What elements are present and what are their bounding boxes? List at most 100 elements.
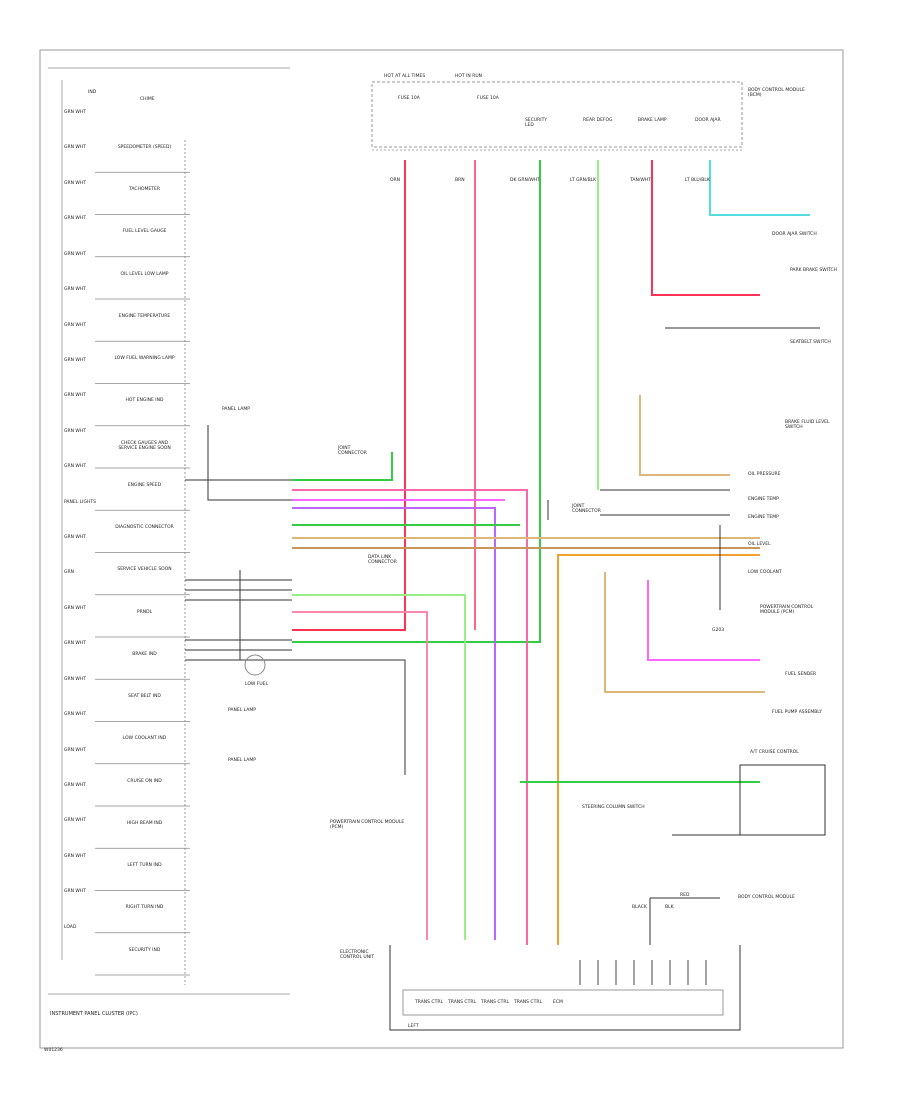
- wire-green-joint: [292, 452, 393, 481]
- pcm-note-label: POWERTRAIN CONTROL MODULE (PCM): [760, 605, 814, 615]
- ipc-pin-label: GRN WHT: [64, 818, 86, 824]
- ipc-item-label: LOW FUEL WARNING LAMP: [114, 356, 175, 362]
- ipc-pin-label: GRN WHT: [64, 322, 86, 328]
- ipc-pin-label: GRN WHT: [64, 641, 86, 647]
- ipc-item-label: RIGHT TURN IND: [125, 905, 164, 911]
- wire-code-3: DK GRN/WHT: [510, 178, 540, 183]
- ecu-connector-ticks: [579, 960, 707, 985]
- bcm-pin-2: REAR DEFOG: [583, 118, 613, 123]
- wire-tan-right: [639, 395, 730, 476]
- bcm-header-2: HOT IN RUN: [455, 74, 483, 79]
- panel-lamp-1: PANEL LAMP: [222, 407, 250, 412]
- wire-orange: [557, 554, 760, 945]
- low-fuel-lamp-label: LOW FUEL: [245, 682, 269, 687]
- bcm-fuse-2: FUSE 10A: [477, 96, 499, 101]
- ipc-item-label: SERVICE VEHICLE SOON: [117, 567, 172, 573]
- wire-purple-h: [292, 507, 496, 940]
- data-link-connector: DATA LINK CONNECTOR: [368, 555, 397, 565]
- ipc-top-ind: IND: [88, 90, 97, 95]
- ecu-label: ELECTRONIC CONTROL UNIT: [340, 950, 375, 960]
- ipc-item-label: LEFT TURN IND: [127, 863, 162, 869]
- ecu-bottom-box: [402, 989, 724, 1016]
- wire-black-ebox: [389, 945, 741, 1031]
- ipc-item-label: DIAGNOSTIC CONNECTOR: [115, 525, 174, 531]
- panel-lamp-2: PANEL LAMP: [228, 708, 256, 713]
- bcm-pin-3: BRAKE LAMP: [638, 118, 667, 123]
- ipc-pin-label: GRN: [64, 570, 74, 576]
- outer-frame: [39, 49, 844, 1049]
- ground-label: G203: [712, 628, 725, 633]
- ipc-pin-label: GRN WHT: [64, 747, 86, 753]
- ipc-item-label: CRUISE ON IND: [127, 778, 162, 784]
- fuel-pump-label: FUEL PUMP ASSEMBLY: [772, 710, 822, 715]
- ipc-item-label: ENGINE TEMPERATURE: [118, 313, 171, 319]
- bcm-module-label: BODY CONTROL MODULE (BCM): [748, 88, 805, 98]
- ipc-pin-label: GRN WHT: [64, 782, 86, 788]
- ipc-pin-label: GRN WHT: [64, 180, 86, 186]
- wire-pink-h1: [292, 489, 528, 945]
- ecu-box-5: ECM: [553, 1000, 563, 1005]
- ecu-box-4: TRANS CTRL: [514, 1000, 542, 1005]
- bcm-pin-1: SECURITY LED: [525, 118, 548, 128]
- ipc-item-label: SPEEDOMETER (SPEED): [117, 144, 172, 150]
- ipc-item-label: CHECK GAUGES AND SERVICE ENGINE SOON: [118, 440, 171, 451]
- ipc-item-label: SECURITY IND: [128, 947, 161, 953]
- center-joint-connector: JOINT CONNECTOR: [338, 446, 367, 456]
- bcm-bottom-note: BODY CONTROL MODULE: [738, 895, 795, 900]
- ipc-pin-label: GRN WHT: [64, 535, 86, 540]
- pcm-center-note: POWERTRAIN CONTROL MODULE (PCM): [330, 820, 405, 830]
- ipc-item-label: HIGH BEAM IND: [126, 820, 163, 826]
- terminal-label-1: BLACK: [632, 905, 647, 910]
- wire-code-6: LT BLU/BLK: [685, 178, 710, 183]
- wire-red-2: [651, 160, 760, 296]
- ipc-item-label: BRAKE IND: [132, 651, 157, 657]
- sensor-2: ENGINE TEMP: [748, 497, 779, 502]
- wire-code-1: ORN: [390, 178, 401, 183]
- wire-black-ps: [207, 425, 292, 501]
- bcm-box: [371, 81, 743, 148]
- ipc-pin-label: GRN WHT: [64, 605, 86, 611]
- ipc-pin-label: GRN WHT: [64, 853, 86, 859]
- panel-lamp-3: PANEL LAMP: [228, 758, 256, 763]
- ipc-pin-label: GRN WHT: [64, 393, 86, 399]
- ipc-pin-label: GRN WHT: [64, 357, 86, 363]
- right-joint-connector: JOINT CONNECTOR: [572, 504, 601, 514]
- steering-note: STEERING COLUMN SWITCH: [582, 805, 645, 810]
- ecu-box-2: TRANS CTRL: [448, 1000, 476, 1005]
- park-brake-label: PARK BRAKE SWITCH: [790, 268, 837, 273]
- ipc-pin-label: GRN WHT: [64, 464, 86, 470]
- wire-lightgreen-h: [292, 594, 466, 940]
- ipc-pin-label: GRN WHT: [64, 251, 86, 257]
- ipc-pin-label: GRN WHT: [64, 889, 86, 895]
- ipc-pin-label: PANEL LIGHTS: [64, 499, 96, 505]
- ipc-row-separators: [95, 171, 190, 976]
- ipc-pin-label: GRN WHT: [64, 287, 86, 293]
- cruise-relay-label: A/T CRUISE CONTROL: [750, 750, 799, 755]
- wire-pink-sensor: [647, 580, 760, 661]
- wire-black-7: [185, 659, 406, 775]
- terminal-label-3: RED: [680, 893, 690, 898]
- ipc-pin-label: GRN WHT: [64, 428, 86, 434]
- wire-pink-h3: [292, 611, 428, 940]
- figure-id: W01236: [44, 1048, 63, 1053]
- wire-code-4: LT GRN/BLK: [570, 178, 597, 183]
- fuel-sender-label: FUEL SENDER: [785, 672, 817, 677]
- wire-code-5: TAN/WHT: [630, 178, 651, 183]
- ipc-pin-label: GRN WHT: [64, 712, 86, 718]
- sensor-1: OIL PRESSURE: [748, 472, 781, 477]
- ipc-item-label: LOW COOLANT IND: [122, 736, 167, 742]
- brake-fluid-label: BRAKE FLUID LEVEL SWITCH: [785, 420, 830, 430]
- seatbelt-label: SEATBELT SWITCH: [790, 340, 831, 345]
- ipc-pin-label: GRN WHT: [64, 676, 86, 682]
- terminal-label-2: BLK: [665, 905, 674, 910]
- ipc-item-label: PRNDL: [136, 609, 153, 615]
- sensor-3: ENGINE TEMP: [748, 515, 779, 520]
- ipc-item-label: TACHOMETER: [129, 187, 160, 193]
- bcm-pin-4: DOOR AJAR: [695, 118, 721, 123]
- ecu-box-1: TRANS CTRL: [415, 1000, 443, 1005]
- ipc-item-label: FUEL LEVEL GAUGE: [122, 229, 167, 235]
- ipc-pin-label: GRN WHT: [64, 216, 86, 222]
- bcm-fuse-1: FUSE 10A: [398, 96, 420, 101]
- ipc-item-label: ENGINE SPEED: [127, 482, 162, 488]
